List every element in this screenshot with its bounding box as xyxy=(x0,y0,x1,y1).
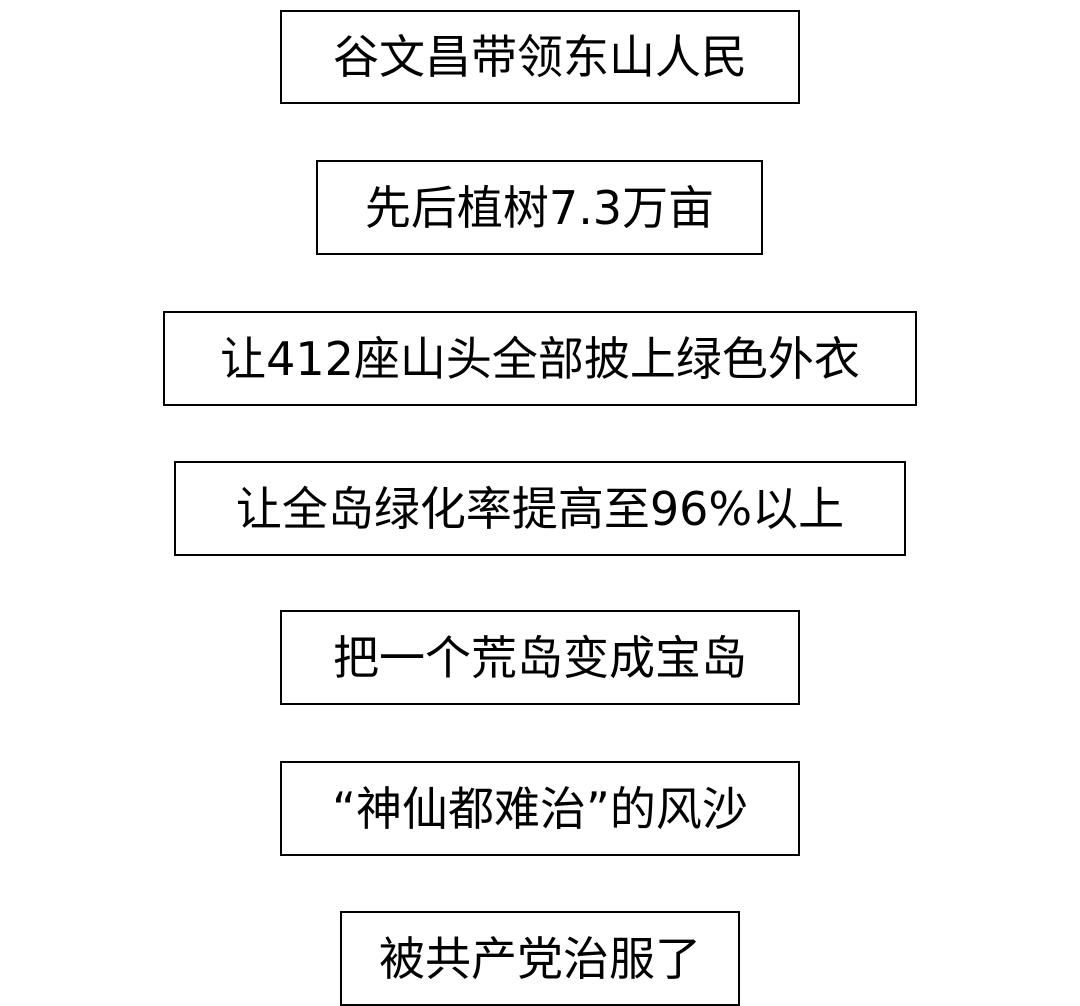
text-box-1: 谷文昌带领东山人民 xyxy=(280,10,800,104)
text-box-6: “神仙都难治”的风沙 xyxy=(280,761,800,856)
text-box-5: 把一个荒岛变成宝岛 xyxy=(280,610,800,705)
text-box-2: 先后植树7.3万亩 xyxy=(316,160,763,255)
text-box-3: 让412座山头全部披上绿色外衣 xyxy=(163,311,917,406)
text-box-4: 让全岛绿化率提高至96%以上 xyxy=(174,461,906,556)
text-box-7: 被共产党治服了 xyxy=(340,911,740,1006)
